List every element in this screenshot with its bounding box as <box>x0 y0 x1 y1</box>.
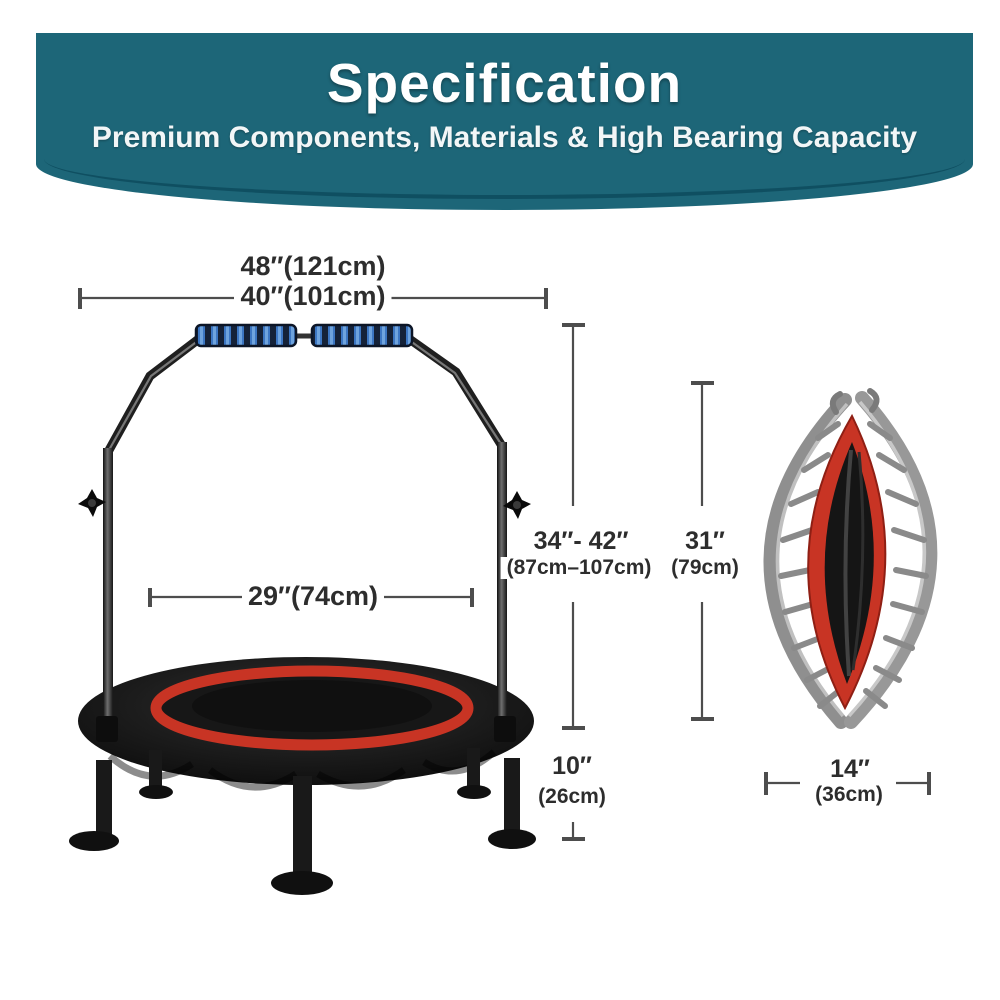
leg-right-back <box>457 748 491 799</box>
leg-left-outer <box>69 760 119 851</box>
trampoline-illustration <box>69 323 536 895</box>
dim-label-40in: 40″(101cm) <box>234 282 392 310</box>
page-subtitle: Premium Components, Materials & High Bea… <box>91 121 918 154</box>
foam-grip-right <box>310 323 414 348</box>
dim-line-top-width <box>78 288 548 309</box>
dim-label-48in: 48″(121cm) <box>234 252 392 280</box>
post-right <box>497 442 507 740</box>
tube-left-highlight <box>108 339 200 451</box>
dim-label-34-42in: 34″- 42″ <box>527 528 635 554</box>
dim-label-36cm: (36cm) <box>809 783 889 807</box>
banner: Specification Premium Components, Materi… <box>36 33 973 210</box>
clamp-left <box>96 716 118 742</box>
leg-right-outer <box>488 758 536 849</box>
leg-center-front <box>271 776 333 895</box>
mat-center <box>192 680 432 732</box>
folded-mat-crease <box>851 451 865 671</box>
handlebar-tube-left <box>103 333 205 457</box>
trampoline-bed <box>78 657 534 791</box>
hinge-hook-left <box>829 391 843 415</box>
handlebar-tube-right <box>403 333 507 451</box>
dimension-lines <box>78 288 931 841</box>
folded-trampoline-illustration <box>763 388 938 729</box>
hinge-hook-right <box>867 388 880 413</box>
post-left <box>103 448 113 740</box>
dim-label-79cm: (79cm) <box>665 556 745 580</box>
dim-line-handlebar-height <box>562 323 585 730</box>
folded-frame-right <box>844 391 938 729</box>
dim-label-31in: 31″ <box>679 528 731 554</box>
dim-label-10in: 10″ <box>546 753 598 779</box>
dim-line-frame-height <box>562 822 585 841</box>
adjustment-knob-right <box>503 491 531 519</box>
dim-line-folded-height <box>691 381 714 721</box>
trampoline-legs <box>69 748 536 895</box>
clamp-right <box>494 716 516 742</box>
dim-label-87-107cm: (87cm–107cm) <box>500 556 658 580</box>
adjustment-knob-left <box>78 489 106 517</box>
leg-left-back <box>139 750 173 799</box>
folded-springs <box>778 421 929 709</box>
dim-label-26cm: (26cm) <box>532 785 612 809</box>
dim-label-29in: 29″(74cm) <box>241 582 385 610</box>
dim-line-mat-width <box>148 588 474 607</box>
page-title: Specification <box>326 52 683 114</box>
handlebar-assembly <box>78 323 531 742</box>
foam-grip-left <box>194 323 298 348</box>
dim-line-folded-width <box>764 772 931 795</box>
folded-mat-highlight <box>843 449 853 677</box>
tube-right-highlight <box>408 339 502 445</box>
dim-label-14in: 14″ <box>824 756 876 782</box>
